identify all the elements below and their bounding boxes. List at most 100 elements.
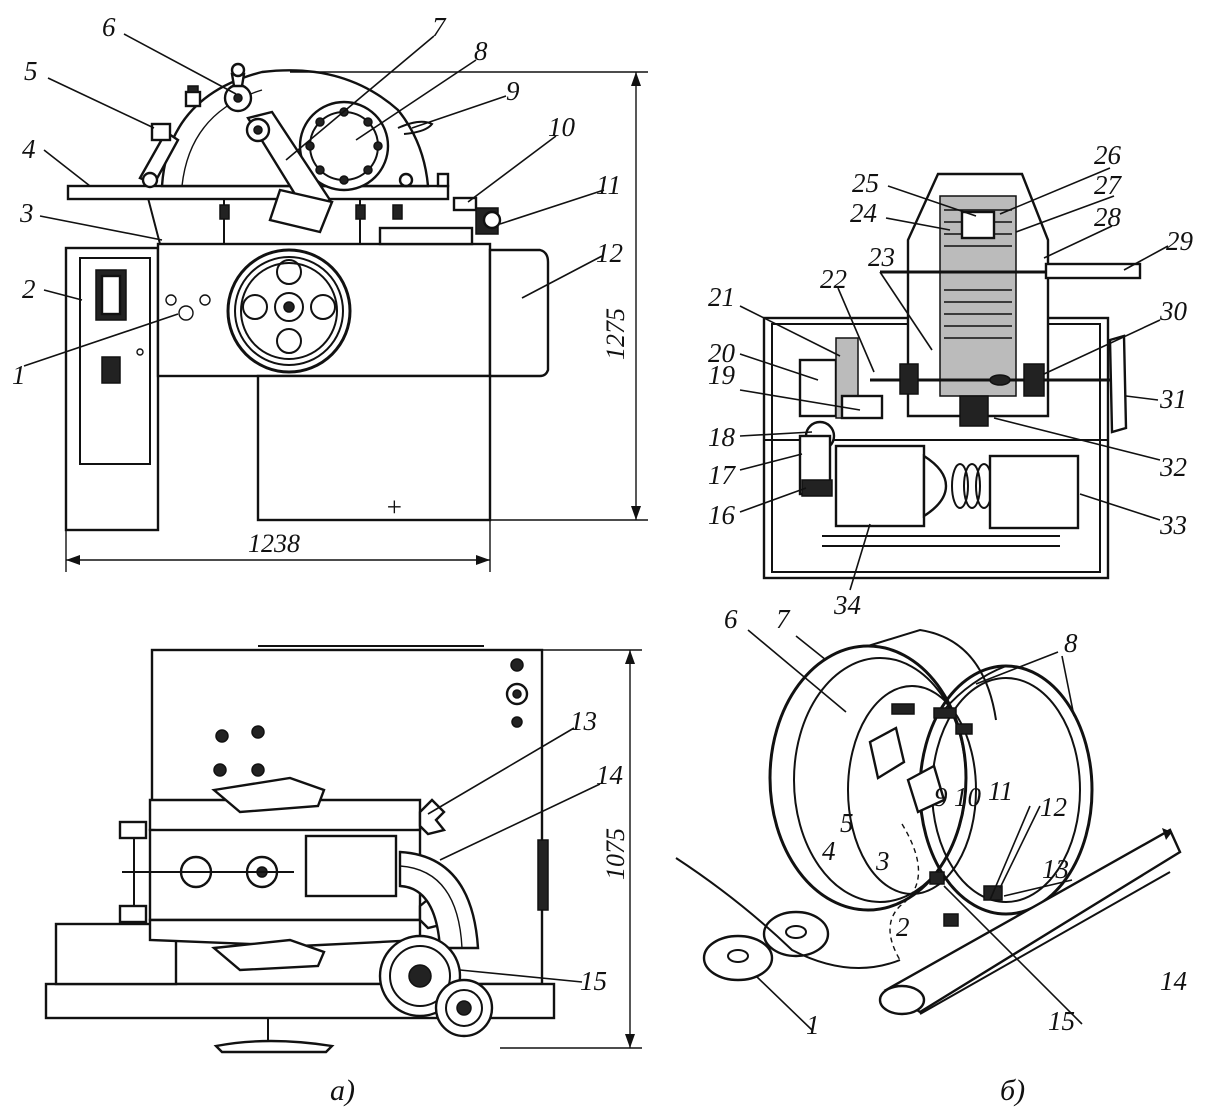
arm-bottom xyxy=(211,938,326,972)
pulley-hub xyxy=(274,292,304,322)
dim-height-side-label: 1075 xyxy=(601,828,630,880)
label-15: 15 xyxy=(580,966,607,996)
label-s30: 30 xyxy=(1159,296,1188,326)
label-b3: 3 xyxy=(875,846,890,876)
label-s21: 21 xyxy=(708,282,735,312)
screw-top-6 xyxy=(184,85,202,108)
dim-arrow-st xyxy=(625,650,635,664)
leader-lines xyxy=(23,33,1169,1031)
body-top-box xyxy=(378,226,474,246)
label-7: 7 xyxy=(432,12,447,42)
label-b2: 2 xyxy=(896,912,910,942)
dim-arrow-sb xyxy=(625,1034,635,1048)
pulley-hole-left xyxy=(242,294,268,320)
knob-6 xyxy=(223,62,253,113)
label-14: 14 xyxy=(596,760,623,790)
panel-a-side-labels: 13 14 15 xyxy=(570,706,623,996)
label-b9: 9 xyxy=(934,782,948,812)
conveyor-arrow xyxy=(1162,828,1172,840)
label-11: 11 xyxy=(596,170,621,200)
machine-body xyxy=(156,242,492,378)
shaft-coupling-22 xyxy=(899,363,919,395)
lower-stand xyxy=(256,374,492,522)
pulley-outer xyxy=(226,248,352,374)
gear-box-20 xyxy=(798,358,838,418)
pulley-hole-right xyxy=(310,294,336,320)
front-view-machine: + xyxy=(64,62,648,572)
gear-16 xyxy=(801,479,833,497)
label-s19: 19 xyxy=(708,360,736,390)
label-s26: 26 xyxy=(1094,140,1122,170)
ring-8-connector xyxy=(943,665,1007,711)
button-right xyxy=(199,294,211,306)
pulley-rim xyxy=(234,256,344,366)
dim-arrow-b xyxy=(631,506,641,520)
bolt-top-left xyxy=(118,820,148,840)
button-center xyxy=(178,305,194,321)
label-b8: 8 xyxy=(1064,628,1078,658)
label-s32: 32 xyxy=(1159,452,1187,482)
lever-5-cap xyxy=(150,122,172,142)
blade-9 xyxy=(906,764,946,814)
handle-9 xyxy=(397,120,434,135)
blade-5 xyxy=(868,726,906,780)
disc-15-small-hub xyxy=(456,1000,472,1016)
knife-holder xyxy=(268,188,334,234)
side-handle xyxy=(537,839,549,911)
label-13: 13 xyxy=(570,706,597,736)
arm-pivot-pin xyxy=(253,125,263,135)
lever-31 xyxy=(1108,334,1128,434)
label-b10: 10 xyxy=(954,782,982,812)
label-b11: 11 xyxy=(988,776,1013,806)
drum-top-edge xyxy=(867,628,997,721)
motor-end xyxy=(922,453,948,519)
motor-34 xyxy=(834,444,926,528)
button-left xyxy=(165,294,177,306)
label-s31: 31 xyxy=(1159,384,1187,414)
label-s18: 18 xyxy=(708,422,736,452)
clip-8-10 xyxy=(891,703,973,735)
label-9: 9 xyxy=(506,76,520,106)
label-s34: 34 xyxy=(833,590,861,620)
tape-line xyxy=(675,857,901,969)
dimension-labels: 1238 1275 1075 xyxy=(248,308,630,880)
label-3: 3 xyxy=(19,198,34,228)
lever-5-pivot xyxy=(141,171,159,189)
label-s33: 33 xyxy=(1159,510,1187,540)
captions: а) б) xyxy=(330,1074,1025,1107)
side-button-2-core xyxy=(512,689,522,699)
panel-b-section-labels: 16 17 18 19 20 21 22 23 24 25 26 27 28 2… xyxy=(708,140,1194,620)
label-b7: 7 xyxy=(776,604,791,634)
label-10: 10 xyxy=(548,112,576,142)
reel-1a-hub xyxy=(727,949,749,963)
reel-1b xyxy=(762,910,830,958)
knife-arm xyxy=(246,110,332,214)
label-b5: 5 xyxy=(840,808,854,838)
stand-marker: + xyxy=(385,492,403,522)
panel-b-scheme-labels: 1 2 3 4 5 6 7 8 9 10 11 12 13 14 15 xyxy=(724,604,1187,1040)
cabinet-door xyxy=(79,257,151,465)
label-6: 6 xyxy=(102,12,116,42)
label-s22: 22 xyxy=(820,264,847,294)
label-2: 2 xyxy=(22,274,36,304)
disc-15-small-rim xyxy=(445,989,483,1027)
label-s24: 24 xyxy=(850,198,877,228)
dim-arrow-r xyxy=(476,555,490,565)
post-3 xyxy=(147,197,161,245)
knob-top-1 xyxy=(215,729,229,743)
label-b4: 4 xyxy=(822,836,836,866)
side-foot xyxy=(213,1039,335,1054)
pulley-inner xyxy=(240,262,338,360)
caption-a: а) xyxy=(330,1074,355,1107)
label-s20: 20 xyxy=(708,338,736,368)
post-nut-a xyxy=(219,204,230,220)
chute-line xyxy=(399,865,463,949)
label-b13: 13 xyxy=(1042,854,1069,884)
label-12: 12 xyxy=(596,238,623,268)
label-8: 8 xyxy=(474,36,488,66)
drum-rim-6 xyxy=(793,657,967,903)
strip-path xyxy=(889,823,920,961)
conveyor-edge xyxy=(919,871,1171,1015)
shaft-29-collar xyxy=(1044,262,1142,280)
side-view-machine xyxy=(44,645,642,1054)
